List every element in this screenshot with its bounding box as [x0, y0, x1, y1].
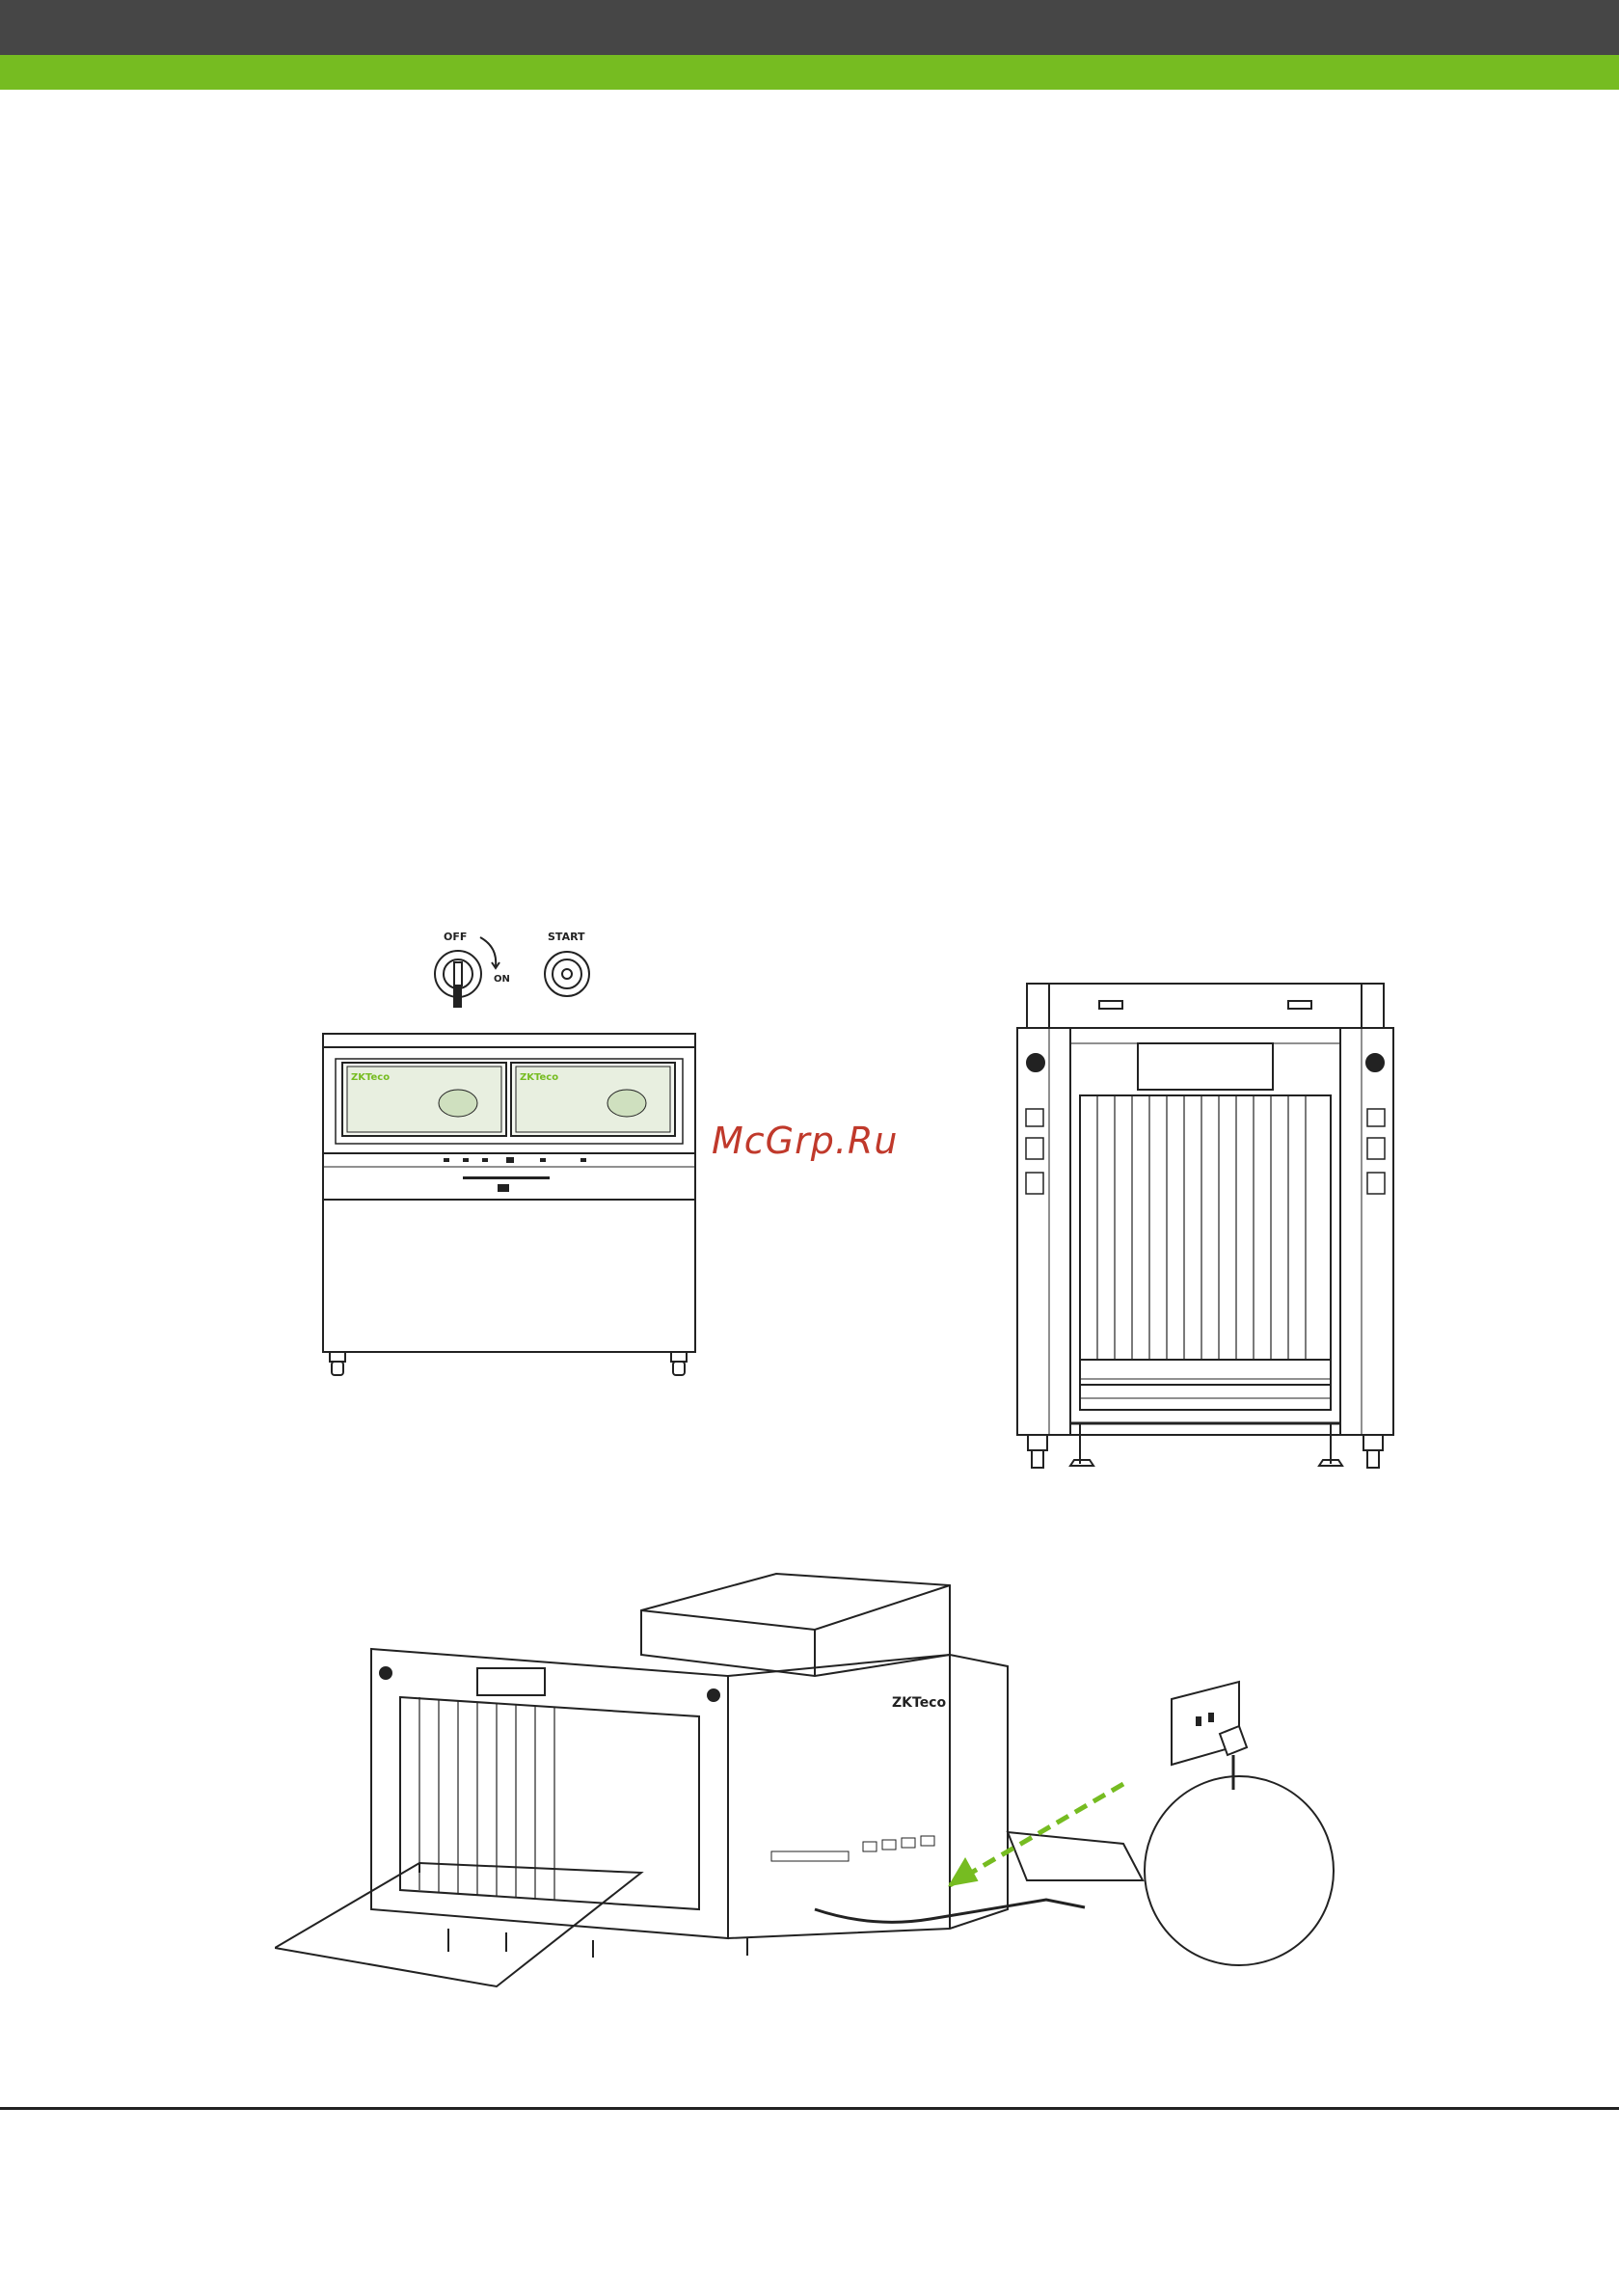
- machine-brand-mark: ZKTeco: [892, 1695, 946, 1711]
- control-console-figure: OFF ON START ZKTeco ZKTeco: [309, 926, 714, 1408]
- detail-callout: [1145, 1776, 1334, 1965]
- emergency-stop-left-icon: [1027, 1054, 1044, 1071]
- monitor-right: ZKTeco: [511, 1063, 675, 1136]
- key-switch-icon: [435, 937, 499, 1007]
- direction-arrow-icon: [950, 1859, 977, 1885]
- monitor-left: ZKTeco: [342, 1063, 506, 1136]
- start-button-icon: [545, 952, 589, 996]
- power-plug-icon: [1220, 1726, 1247, 1790]
- caster-right-icon: [671, 1352, 687, 1375]
- front-view-figure: [1012, 974, 1398, 1495]
- caster-left-icon: [330, 1352, 345, 1375]
- header-dark-band: [0, 0, 1619, 55]
- front-feet: [1028, 1435, 1383, 1468]
- key-switch-off-label: OFF: [444, 931, 467, 943]
- footer-rule: [0, 2107, 1619, 2110]
- monitor-left-brand: ZKTeco: [351, 1072, 390, 1083]
- key-switch-on-label: ON: [494, 974, 510, 985]
- watermark: McGrp.Ru: [712, 1120, 898, 1162]
- emergency-stop-right-icon: [1366, 1054, 1384, 1071]
- installation-figure: ZKTeco: [275, 1562, 1364, 2064]
- header-accent-band: [0, 55, 1619, 90]
- monitor-right-brand: ZKTeco: [520, 1072, 558, 1083]
- start-label: START: [548, 931, 585, 943]
